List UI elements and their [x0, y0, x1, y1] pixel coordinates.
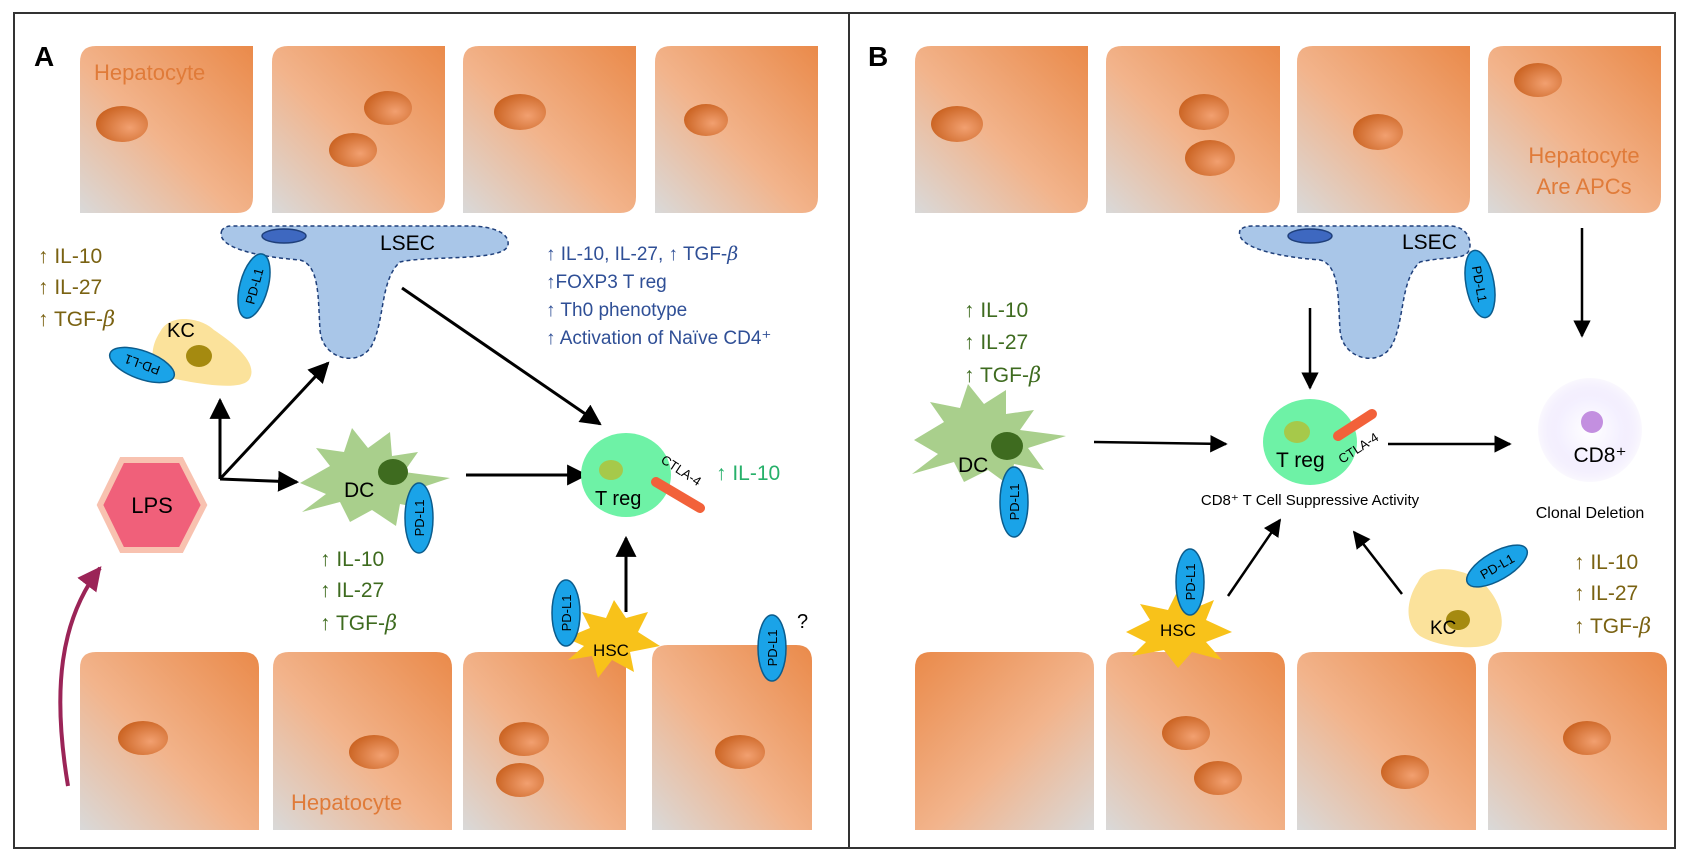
cytokine-label: ↑ TGF-β [964, 363, 1041, 387]
dc-label: DC [344, 479, 374, 502]
treg-effect-label: ↑ IL-10 [716, 462, 780, 485]
hepatocyte-cell [273, 652, 452, 830]
treg-cell [581, 433, 671, 517]
pdl1-receptor: PD-L1 [237, 253, 271, 319]
hsc-label: HSC [593, 641, 629, 660]
svg-text:PD-L1: PD-L1 [1469, 265, 1490, 304]
hepatocyte-cell [463, 46, 636, 213]
lsec-cell [1238, 225, 1471, 360]
treg-label: T reg [595, 488, 641, 510]
treg-caption: CD8⁺ T Cell Suppressive Activity [1201, 492, 1420, 509]
pdl1-receptor: PD-L1 [404, 482, 434, 554]
lsec-effect-line: ↑ Activation of Naïve CD4⁺ [546, 328, 771, 349]
lps-branch-arrows [209, 286, 637, 612]
cytokine-label: ↑ IL-27 [1574, 582, 1638, 605]
cytokine-label: ↑ TGF-β [38, 307, 115, 331]
hepatocyte-cell [272, 46, 445, 213]
lsec-effect-line: ↑ IL-10, IL-27, ↑ TGF-β [546, 243, 738, 265]
hepatocyte-cell [80, 652, 259, 830]
cytokine-label: ↑ IL-10 [964, 299, 1028, 322]
hepatocyte-cell [1106, 652, 1285, 830]
hepatocyte-cell [1297, 46, 1470, 213]
cd8-caption: Clonal Deletion [1536, 505, 1645, 522]
hepatocyte-label: Hepatocyte [94, 60, 205, 85]
hepatocyte-cell [1488, 652, 1667, 830]
hsc-cell [566, 600, 660, 678]
pdl1-receptor: PD-L1 [757, 614, 787, 682]
pdl1-receptor: PD-L1 [1175, 548, 1205, 616]
kc-label: KC [167, 320, 195, 342]
cd8-label: CD8⁺ [1573, 444, 1626, 467]
lsec-label: LSEC [380, 232, 435, 255]
kc-cell [1408, 569, 1502, 648]
svg-text:PD-L1: PD-L1 [412, 500, 427, 537]
svg-text:PD-L1: PD-L1 [1183, 564, 1198, 601]
hepatocyte-cell [1297, 652, 1476, 830]
ctla4-receptor [651, 477, 705, 513]
lsec-effect-line: ↑FOXP3 T reg [546, 272, 667, 293]
pdl1-receptor: PD-L1 [108, 346, 176, 384]
lsec-cell [220, 225, 509, 360]
cytokine-label: ↑ IL-27 [38, 276, 102, 299]
lsec-effect-line: ↑ Th0 phenotype [546, 300, 687, 321]
cytokine-label: ↑ TGF-β [320, 611, 397, 635]
hepatocyte-apc-label: Are APCs [1536, 174, 1631, 199]
lps-curved-arrow [58, 566, 102, 787]
hepatocyte-cell [915, 652, 1094, 830]
svg-text:PD-L1: PD-L1 [765, 630, 780, 667]
kc-cell [152, 318, 252, 386]
ctla4-receptor [1333, 409, 1377, 441]
treg-label: T reg [1276, 449, 1325, 472]
cytokine-label: ↑ TGF-β [1574, 614, 1651, 638]
kc-label: KC [1430, 618, 1456, 639]
pdl1-receptor: PD-L1 [1465, 544, 1529, 588]
cytokine-label: ↑ IL-10 [1574, 551, 1638, 574]
panel-b-frame [848, 12, 1676, 849]
hsc-cell [1126, 594, 1232, 668]
cytokine-label: ↑ IL-27 [964, 331, 1028, 354]
cytokine-label: ↑ IL-10 [320, 548, 384, 571]
hepatocyte-cell [915, 46, 1088, 213]
hepatocyte-apc-label: Hepatocyte [1528, 143, 1639, 168]
panel-b-label: B [868, 41, 888, 72]
cytokine-label: ↑ IL-27 [320, 579, 384, 602]
hepatocyte-cell [655, 46, 818, 213]
dc-cell [912, 384, 1066, 486]
hepatocyte-cell [80, 46, 253, 213]
hepatocyte-cell [1488, 46, 1661, 213]
pdl1-receptor: PD-L1 [999, 466, 1029, 538]
pdl1-receptor: PD-L1 [551, 579, 581, 647]
hepatocyte-cell [463, 652, 626, 830]
hepatocyte-cell [1106, 46, 1280, 213]
treg-cell [1263, 399, 1357, 485]
svg-text:PD-L1: PD-L1 [559, 595, 574, 632]
cd8-cell [1538, 378, 1642, 482]
hepatocyte-label: Hepatocyte [291, 790, 402, 815]
lps-label: LPS [131, 493, 173, 518]
pdl1-receptor: PD-L1 [1464, 249, 1496, 319]
hsc-label: HSC [1160, 621, 1196, 640]
cytokine-label: ↑ IL-10 [38, 245, 102, 268]
question-mark: ? [797, 611, 808, 633]
dc-label: DC [958, 454, 988, 477]
hepatocyte-cell [652, 645, 812, 830]
lps-hexagon [96, 457, 208, 553]
panel-b-arrows [1093, 228, 1591, 597]
panel-a-label: A [34, 41, 54, 72]
lsec-label: LSEC [1402, 231, 1457, 254]
svg-text:PD-L1: PD-L1 [1007, 484, 1022, 521]
